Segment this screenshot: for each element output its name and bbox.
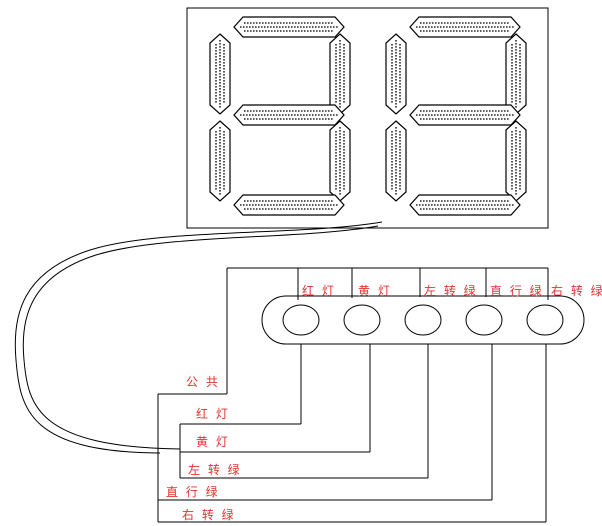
top-label-red: 红 灯 [302,283,336,298]
cable-inner [22,225,379,450]
red-wire [180,344,302,425]
right-green-wire [158,344,547,523]
header-band [227,267,549,300]
cable-outer [14,221,383,454]
wire-label-straight-green: 直 行 绿 [166,484,220,499]
top-label-straight-green: 直 行 绿 [490,283,544,298]
wire-label-yellow: 黄 灯 [196,435,230,449]
left-green-wire [180,344,429,479]
top-label-right-green: 右 转 绿 [551,283,602,298]
terminal-red [282,304,320,336]
wire-label-right-green: 右 转 绿 [182,507,236,522]
wire-label-common: 公 共 [186,375,220,389]
wire-label-left-green: 左 转 绿 [188,462,242,477]
yellow-wire [179,344,371,478]
wire-label-red: 红 灯 [196,406,230,421]
top-label-left-green: 左 转 绿 [424,283,478,298]
terminal-right-green [526,304,564,336]
top-label-yellow: 黄 灯 [358,284,392,298]
common-wire [157,268,228,522]
terminal-straight-green [465,304,503,336]
straight-green-wire [158,344,493,501]
terminal-yellow [343,304,381,336]
terminal-left-green [404,304,442,336]
